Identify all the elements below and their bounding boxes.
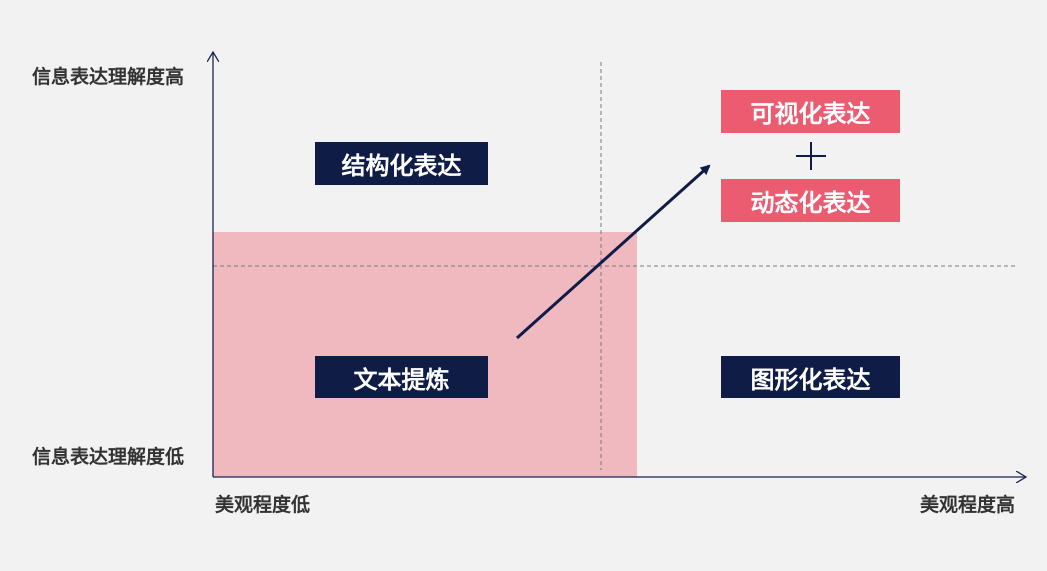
highlight-region — [213, 232, 637, 477]
x-axis-low-label: 美观程度低 — [215, 494, 311, 516]
plus-icon — [796, 142, 826, 170]
arrow-icon — [515, 164, 711, 340]
structured-expression-box: 结构化表达 — [315, 142, 488, 185]
dynamic-expression-box: 动态化表达 — [721, 179, 900, 222]
x-axis-high-label: 美观程度高 — [920, 494, 1016, 516]
text-extraction-box: 文本提炼 — [315, 356, 488, 398]
visual-expression-box: 可视化表达 — [721, 90, 900, 133]
graphical-expression-box: 图形化表达 — [721, 356, 900, 398]
y-axis-high-label: 信息表达理解度高 — [32, 66, 185, 88]
y-axis-low-label: 信息表达理解度低 — [32, 446, 185, 468]
